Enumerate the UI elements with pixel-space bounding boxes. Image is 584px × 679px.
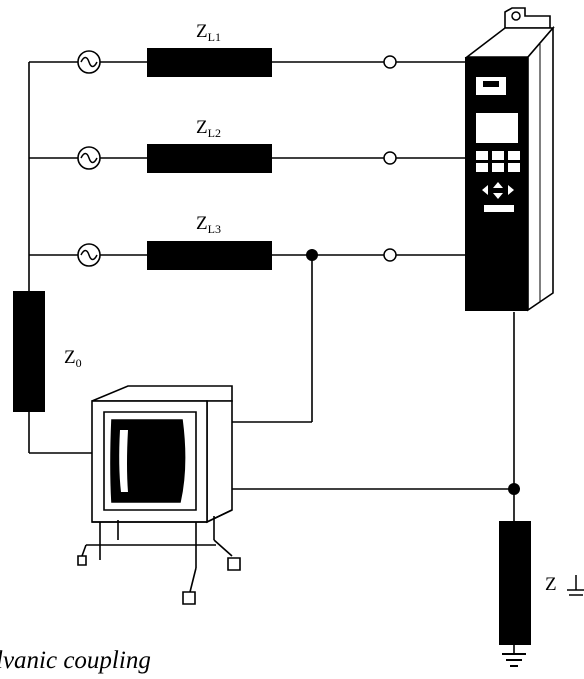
label-z0-main: Z [64, 347, 76, 368]
label-zl3: ZL3 [196, 213, 221, 236]
figure-caption: lvanic coupling [0, 647, 151, 674]
impedance-zl1 [147, 48, 272, 77]
label-zl3-main: Z [196, 213, 208, 234]
earth-symbol-icon [567, 575, 584, 596]
impedance-zl3 [147, 241, 272, 270]
label-zearth-main: Z [545, 574, 557, 595]
label-zearth: Z [545, 575, 557, 594]
label-z0: Z0 [64, 347, 82, 370]
frequency-converter-icon [464, 7, 555, 312]
impedance-zl2 [147, 144, 272, 173]
impedance-z0 [13, 291, 45, 412]
terminal-icon [383, 55, 397, 69]
impedance-zearth [499, 521, 531, 645]
label-zl1-main: Z [196, 21, 208, 42]
label-z0-sub: 0 [75, 356, 82, 370]
label-zl1: ZL1 [196, 21, 221, 44]
label-zl2-main: Z [196, 117, 208, 138]
terminal-icon [383, 248, 397, 262]
television-monitor-icon [77, 385, 241, 605]
label-zl2-sub: L2 [207, 126, 221, 140]
junction-dot [306, 249, 318, 261]
label-zl2: ZL2 [196, 117, 221, 140]
label-zl1-sub: L1 [207, 30, 221, 44]
terminal-icon [383, 151, 397, 165]
ground-icon [502, 653, 526, 667]
label-zl3-sub: L3 [207, 222, 221, 236]
junction-dot [508, 483, 520, 495]
